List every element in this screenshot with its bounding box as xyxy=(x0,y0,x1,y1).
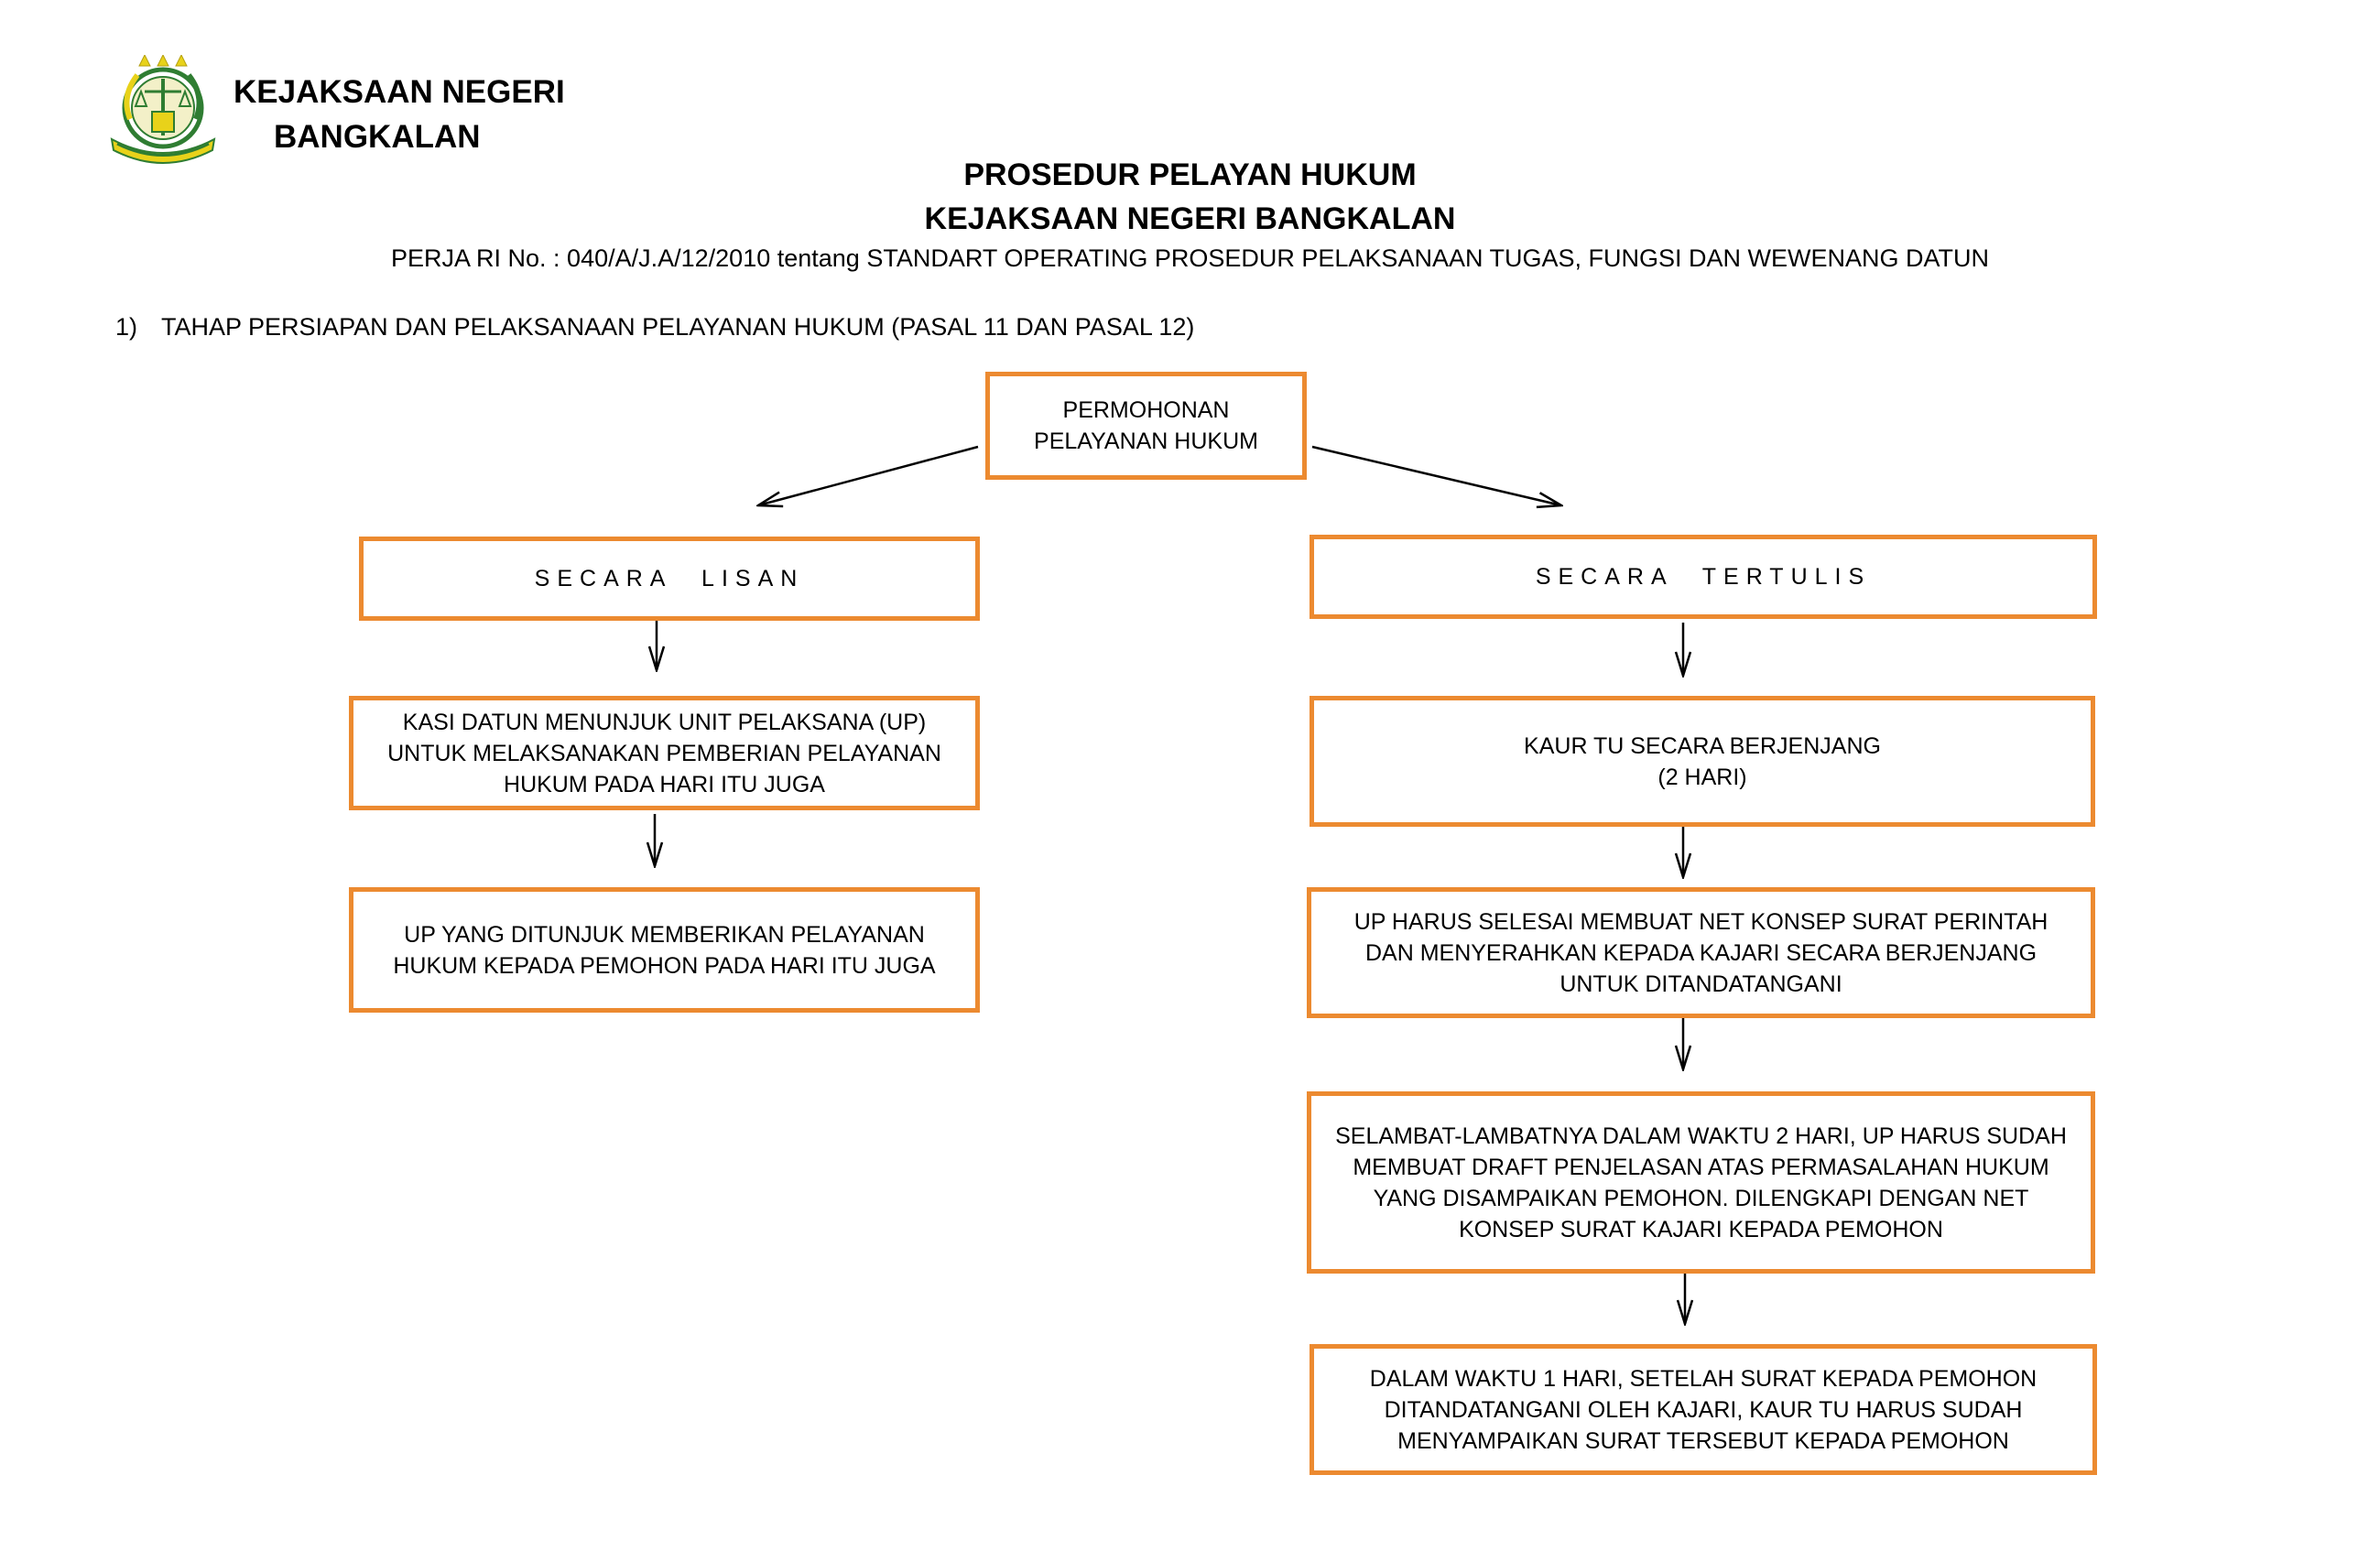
section-heading: 1) TAHAP PERSIAPAN DAN PELAKSANAAN PELAYA… xyxy=(115,313,1194,342)
box-right-step3-label: SELAMBAT-LAMBATNYA DALAM WAKTU 2 HARI, U… xyxy=(1335,1123,2067,1242)
box-permohonan: PERMOHONAN PELAYANAN HUKUM xyxy=(985,372,1307,480)
box-right-step2-label: UP HARUS SELESAI MEMBUAT NET KONSEP SURA… xyxy=(1353,908,2049,997)
box-permohonan-label: PERMOHONAN PELAYANAN HUKUM xyxy=(1034,397,1258,454)
emblem-icon xyxy=(110,53,216,164)
arrow-root-to-tertulis xyxy=(1311,445,1561,505)
box-right-step2: UP HARUS SELESAI MEMBUAT NET KONSEP SURA… xyxy=(1307,887,2095,1018)
organization-name-line2: BANGKALAN xyxy=(274,119,481,155)
box-left-step2-label: UP YANG DITUNJUK MEMBERIKAN PELAYANAN HU… xyxy=(393,921,936,979)
section-number: 1) xyxy=(115,313,138,341)
box-secara-lisan: SECARA LISAN xyxy=(359,537,980,621)
regulation-reference: PERJA RI No. : 040/A/J.A/12/2010 tentang… xyxy=(391,244,1989,272)
page-title-line2: KEJAKSAAN NEGERI BANGKALAN xyxy=(924,201,1456,236)
arrow-root-to-lisan xyxy=(758,445,979,505)
box-right-step4: DALAM WAKTU 1 HARI, SETELAH SURAT KEPADA… xyxy=(1310,1344,2097,1475)
box-left-step2: UP YANG DITUNJUK MEMBERIKAN PELAYANAN HU… xyxy=(349,887,980,1013)
box-secara-lisan-label: SECARA LISAN xyxy=(534,566,805,591)
box-right-step3: SELAMBAT-LAMBATNYA DALAM WAKTU 2 HARI, U… xyxy=(1307,1091,2095,1274)
page-title-line1: PROSEDUR PELAYAN HUKUM xyxy=(963,157,1417,192)
organization-name-line1: KEJAKSAAN NEGERI xyxy=(234,74,565,110)
section-title: TAHAP PERSIAPAN DAN PELAKSANAAN PELAYANA… xyxy=(161,313,1195,341)
box-right-step1-label: KAUR TU SECARA BERJENJANG (2 HARI) xyxy=(1524,732,1881,790)
kejaksaan-logo xyxy=(110,53,238,169)
box-right-step4-label: DALAM WAKTU 1 HARI, SETELAH SURAT KEPADA… xyxy=(1369,1365,2038,1454)
box-secara-tertulis-label: SECARA TERTULIS xyxy=(1535,564,1872,590)
box-left-step1: KASI DATUN MENUNJUK UNIT PELAKSANA (UP) … xyxy=(349,696,980,810)
box-left-step1-label: KASI DATUN MENUNJUK UNIT PELAKSANA (UP) … xyxy=(387,709,941,797)
organization-name: KEJAKSAAN NEGERI BANGKALAN xyxy=(234,70,600,159)
box-secara-tertulis: SECARA TERTULIS xyxy=(1310,535,2097,619)
box-right-step1: KAUR TU SECARA BERJENJANG (2 HARI) xyxy=(1310,696,2095,827)
